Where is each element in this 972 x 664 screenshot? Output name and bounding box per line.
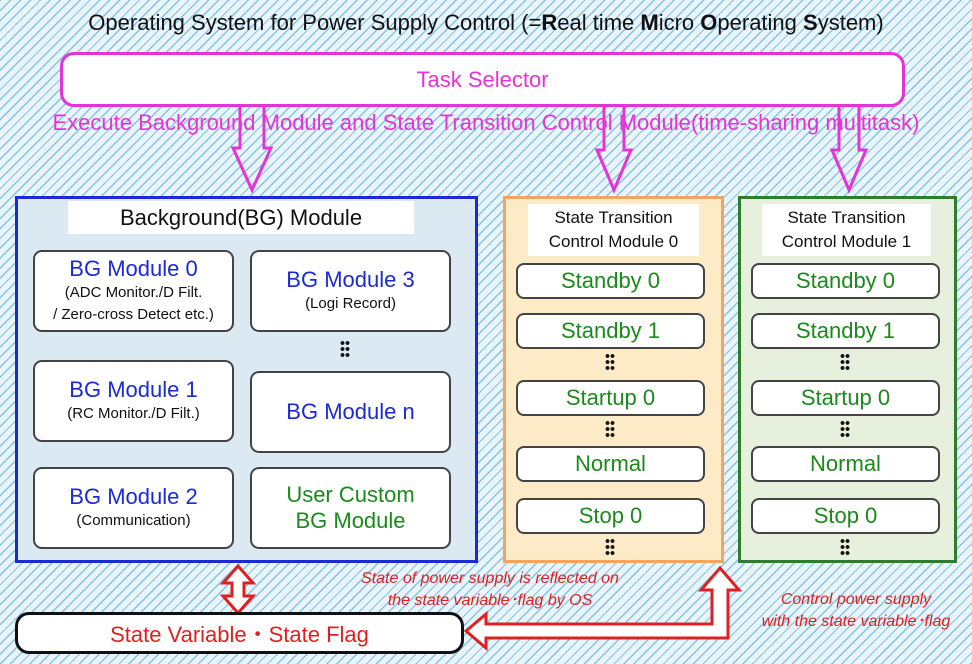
execute-label: Execute Background Module and State Tran… <box>52 110 920 135</box>
stcm-state-double-arrow <box>463 565 743 652</box>
stcm-1-state-stop-0: Stop 0 <box>751 498 940 534</box>
bg-module-3: BG Module 3 (Logi Record) <box>250 250 451 332</box>
stcm-1-state-startup-0: Startup 0 <box>751 380 940 416</box>
ellipsis-dots <box>840 538 850 556</box>
state-variable-box: State Variable・State Flag <box>15 612 464 654</box>
task-selector-label: Task Selector <box>416 66 549 92</box>
ellipsis-dots <box>840 353 850 371</box>
user-custom-bg-module: User Custom BG Module <box>250 467 451 549</box>
control-note: Control power supply with the state vari… <box>761 591 951 630</box>
ellipsis-dots <box>340 340 350 358</box>
bg-module-n: BG Module n <box>250 371 451 453</box>
ellipsis-dots <box>605 420 615 438</box>
bg-module-0: BG Module 0 (ADC Monitor./D Filt. / Zero… <box>33 250 234 332</box>
stcm-0-state-startup-0: Startup 0 <box>516 380 705 416</box>
ellipsis-dots <box>605 353 615 371</box>
stcm-1-state-standby-1: Standby 1 <box>751 313 940 349</box>
stcm-1-state-standby-0: Standby 0 <box>751 263 940 299</box>
stcm-0-state-standby-1: Standby 1 <box>516 313 705 349</box>
ellipsis-dots <box>840 420 850 438</box>
stcm-0-state-standby-0: Standby 0 <box>516 263 705 299</box>
stcm-0-title: State Transition Control Module 0 <box>528 204 699 256</box>
stcm-0-state-normal: Normal <box>516 446 705 482</box>
task-arrow-bg <box>230 104 274 194</box>
stcm-1-state-normal: Normal <box>751 446 940 482</box>
bg-state-double-arrow <box>219 563 257 616</box>
task-selector-box: Task Selector <box>60 52 905 107</box>
task-arrow-stcm0 <box>594 104 634 194</box>
stcm-0-state-stop-0: Stop 0 <box>516 498 705 534</box>
reflected-note: State of power supply is reflected on th… <box>361 570 619 609</box>
task-arrow-stcm1 <box>829 104 869 194</box>
bg-module-1: BG Module 1 (RC Monitor./D Filt.) <box>33 360 234 442</box>
state-variable-label: State Variable・State Flag <box>110 622 369 647</box>
ellipsis-dots <box>605 538 615 556</box>
stcm-1-title: State Transition Control Module 1 <box>762 204 931 256</box>
diagram-title: Operating System for Power Supply Contro… <box>88 10 884 35</box>
bg-panel-title: Background(BG) Module <box>68 201 414 234</box>
bg-module-2: BG Module 2 (Communication) <box>33 467 234 549</box>
